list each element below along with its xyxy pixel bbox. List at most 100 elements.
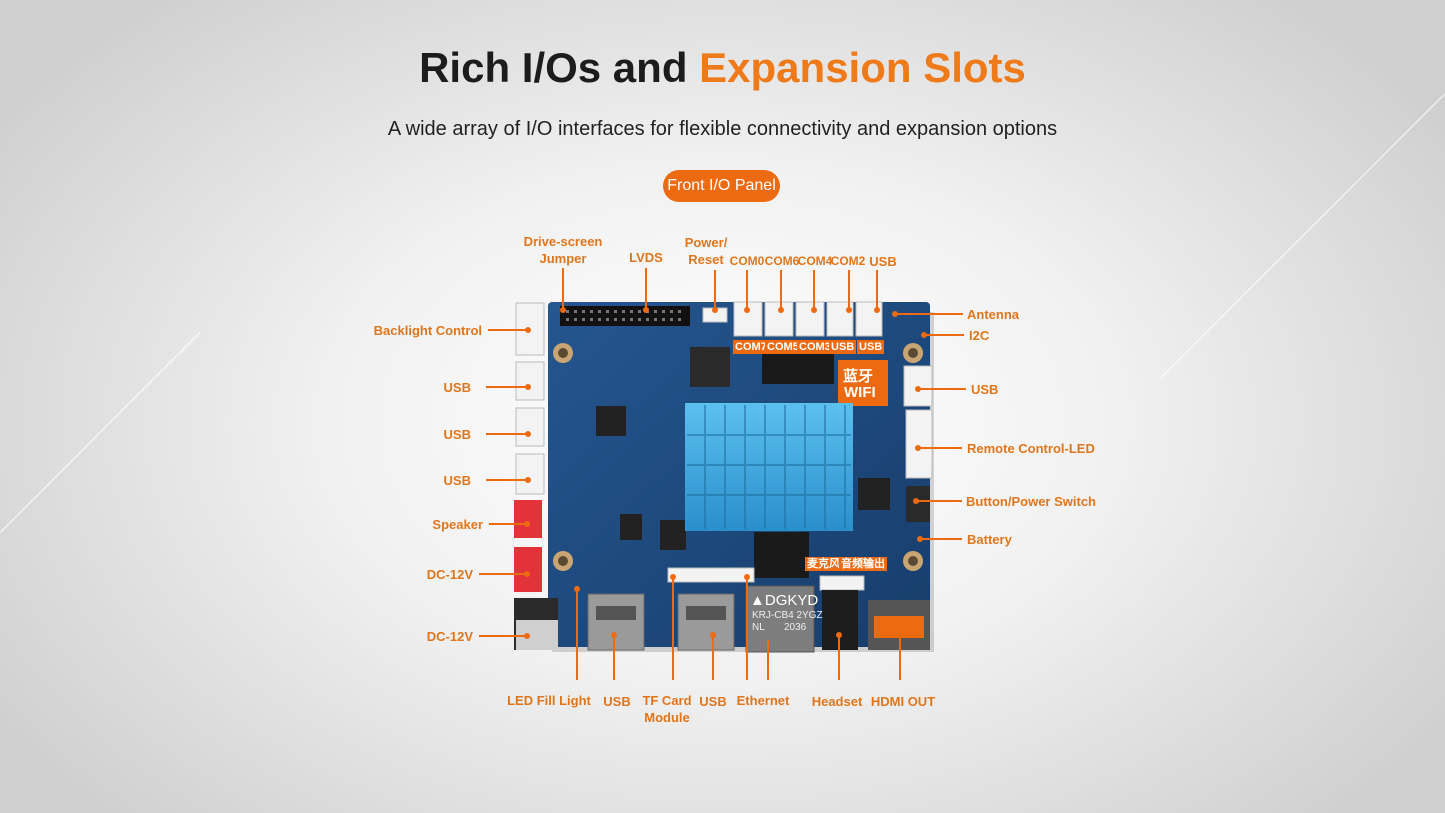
label-drive-screen-line2: Jumper	[539, 251, 587, 266]
line-speaker	[489, 523, 527, 525]
dot-lvds	[643, 307, 649, 313]
dot-remote-control-led	[915, 445, 921, 451]
dot-power-reset	[712, 307, 718, 313]
ethernet-chip-code: 2036	[784, 622, 807, 633]
line-right-usb	[920, 388, 966, 390]
dot-tf-card	[670, 574, 676, 580]
label-com2: COM2	[830, 254, 866, 268]
board-label-usb-1: USB	[829, 340, 857, 354]
title-part-1: Rich I/Os and	[419, 44, 688, 91]
label-drive-screen-jumper: Drive-screen Jumper	[524, 233, 603, 267]
label-backlight-control: Backlight Control	[373, 323, 482, 338]
line-left-usb-1	[486, 386, 528, 388]
line-com6	[780, 270, 782, 310]
line-battery	[922, 538, 962, 540]
label-drive-screen-line1: Drive-screen	[523, 234, 603, 249]
label-antenna: Antenna	[967, 307, 1019, 322]
label-power-reset-line1: Power/	[684, 235, 728, 250]
label-headset: Headset	[811, 694, 863, 709]
label-tf-line1: TF Card	[642, 693, 692, 708]
line-i2c	[926, 334, 964, 336]
front-io-panel-button[interactable]: Front I/O Panel	[663, 170, 780, 202]
board-label-com7: COM7	[733, 340, 769, 354]
line-hdmi-out	[899, 632, 901, 680]
board-label-com5: COM5	[765, 340, 801, 354]
line-button-power-switch	[918, 500, 962, 502]
line-power-reset	[714, 270, 716, 310]
dot-led-fill-light	[574, 586, 580, 592]
ethernet-chip-brand-text: DGKYD	[764, 592, 819, 609]
line-dc-12v-1	[479, 573, 527, 575]
dot-button-power-switch	[913, 498, 919, 504]
dot-left-usb-1	[525, 384, 531, 390]
line-drive-screen	[562, 268, 564, 310]
label-speaker: Speaker	[432, 517, 483, 532]
line-com2	[848, 270, 850, 310]
label-top-usb: USB	[869, 254, 897, 269]
dot-bottom-usb-1	[611, 632, 617, 638]
label-remote-control-led: Remote Control-LED	[967, 441, 1095, 456]
board-label-bluetooth: 蓝牙	[843, 368, 874, 385]
label-ethernet: Ethernet	[736, 693, 790, 708]
dot-battery	[917, 536, 923, 542]
label-battery: Battery	[967, 532, 1012, 547]
dot-com0	[744, 307, 750, 313]
label-left-usb-3: USB	[443, 473, 471, 488]
dot-top-usb	[874, 307, 880, 313]
line-com0	[746, 270, 748, 310]
dot-backlight	[525, 327, 531, 333]
label-com4: COM4	[797, 254, 833, 268]
ethernet-chip-brand: ▲DGKYD	[750, 592, 819, 609]
page-subtitle: A wide array of I/O interfaces for flexi…	[387, 118, 1058, 140]
board-label-mic: 麦克风	[805, 557, 842, 571]
line-led-fill-light	[576, 590, 578, 680]
line-headset	[838, 636, 840, 680]
label-left-usb-2: USB	[443, 427, 471, 442]
label-com6: COM6	[764, 254, 800, 268]
label-power-reset: Power/ Reset	[685, 234, 728, 268]
ethernet-chip-nl: NL	[752, 622, 765, 633]
line-tf-card	[672, 578, 674, 680]
line-top-usb	[876, 270, 878, 310]
label-com0: COM0	[729, 254, 765, 268]
line-ethernet	[746, 578, 748, 680]
line-left-usb-2	[486, 433, 528, 435]
label-lvds: LVDS	[629, 250, 663, 265]
line-dc-12v-2	[479, 635, 527, 637]
dot-headset	[836, 632, 842, 638]
dot-com6	[778, 307, 784, 313]
heatsink	[685, 403, 853, 531]
title-part-2: Expansion Slots	[699, 44, 1026, 91]
line-lvds	[645, 268, 647, 310]
label-dc-12v-2: DC-12V	[426, 629, 473, 644]
ethernet-chip-model: KRJ-CB4 2YGZ	[752, 610, 823, 621]
label-bottom-usb-2: USB	[699, 694, 727, 709]
board-label-usb-2: USB	[857, 340, 885, 354]
label-power-reset-line2: Reset	[688, 252, 724, 267]
dot-bottom-usb-2	[710, 632, 716, 638]
dot-dc-12v-1	[524, 571, 530, 577]
label-left-usb-1: USB	[443, 380, 471, 395]
line-remote-control-led	[920, 447, 962, 449]
label-right-usb: USB	[971, 382, 999, 397]
dot-dc-12v-2	[524, 633, 530, 639]
line-ethernet-2	[767, 640, 769, 680]
dot-hdmi-out	[897, 628, 903, 634]
label-led-fill-light: LED Fill Light	[507, 693, 591, 708]
dot-com2	[846, 307, 852, 313]
label-tf-card-module: TF Card Module	[642, 692, 691, 726]
label-dc-12v-1: DC-12V	[426, 567, 473, 582]
board-label-audio-out: 音频输出	[839, 557, 887, 571]
dot-speaker	[524, 521, 530, 527]
label-button-power-switch: Button/Power Switch	[966, 494, 1096, 509]
line-left-usb-3	[486, 479, 528, 481]
line-antenna	[897, 313, 963, 315]
line-bottom-usb-1	[613, 636, 615, 680]
dot-drive-screen	[560, 307, 566, 313]
page-title: Rich I/Os and Expansion Slots	[0, 44, 1445, 92]
line-backlight	[488, 329, 528, 331]
dot-antenna	[892, 311, 898, 317]
dot-left-usb-2	[525, 431, 531, 437]
dot-right-usb	[915, 386, 921, 392]
